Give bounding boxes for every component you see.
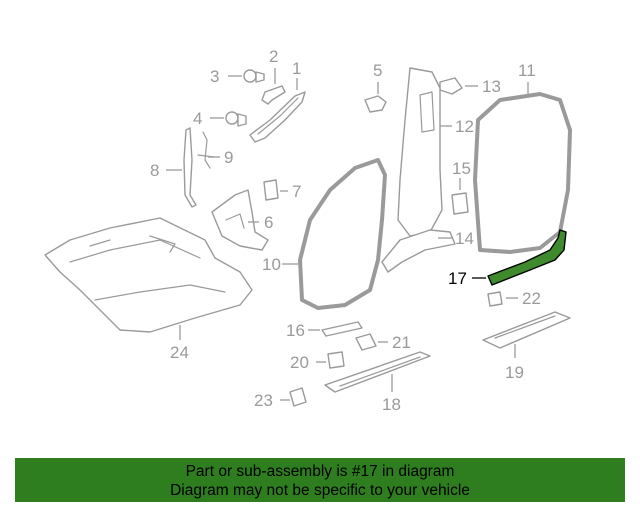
callout-7: 7	[292, 182, 301, 201]
part-10-front-weatherstrip[interactable]	[298, 158, 387, 310]
part-13-clip[interactable]	[439, 77, 463, 95]
callout-4: 4	[193, 109, 202, 128]
banner-line-2: Diagram may not be specific to your vehi…	[170, 482, 470, 499]
part-5-bracket[interactable]	[364, 95, 387, 113]
callout-24: 24	[170, 343, 189, 362]
part-23-clip[interactable]	[289, 387, 307, 407]
part-24-floor-carpet[interactable]	[44, 217, 253, 333]
callout-12: 12	[455, 117, 474, 136]
callout-3: 3	[210, 67, 219, 86]
callout-15: 15	[452, 159, 471, 178]
part-9-retainer[interactable]	[197, 131, 215, 169]
callout-11: 11	[518, 61, 536, 80]
part-20-clip[interactable]	[327, 351, 345, 369]
info-banner: Part or sub-assembly is #17 in diagram D…	[15, 458, 625, 502]
callout-9: 9	[224, 148, 233, 167]
callout-22: 22	[522, 289, 541, 308]
callout-labels: 1 2 3 4 5 6 7 8 9 10 11 12 13 14 15 16 1…	[150, 47, 541, 414]
part-15-clip[interactable]	[451, 192, 469, 215]
callout-16: 16	[286, 321, 305, 340]
part-18-front-scuff-plate[interactable]	[324, 351, 431, 393]
part-12-b-pillar-trim[interactable]	[397, 67, 443, 237]
part-4-clip[interactable]	[225, 111, 247, 127]
callout-8: 8	[150, 161, 159, 180]
callout-21: 21	[392, 333, 411, 352]
callout-10: 10	[262, 255, 281, 274]
callout-6: 6	[264, 213, 273, 232]
banner-line-1: Part or sub-assembly is #17 in diagram	[185, 463, 455, 480]
leader-lines	[166, 68, 529, 401]
part-19-rear-scuff-plate[interactable]	[482, 311, 571, 349]
callout-17: 17	[448, 269, 467, 288]
part-3-clip[interactable]	[243, 69, 265, 83]
callout-19: 19	[505, 363, 524, 382]
callout-1: 1	[292, 59, 301, 78]
callout-23: 23	[254, 391, 273, 410]
part-6-kick-panel[interactable]	[211, 189, 269, 251]
part-21-clip[interactable]	[355, 333, 377, 351]
part-8-garnish[interactable]	[183, 127, 197, 208]
part-22-clip[interactable]	[487, 291, 503, 307]
callout-18: 18	[382, 395, 401, 414]
part-16-plate[interactable]	[321, 321, 363, 337]
part-7-clip[interactable]	[263, 179, 279, 201]
part-14-scuff-trim[interactable]	[381, 229, 456, 273]
callout-14: 14	[455, 229, 474, 248]
part-17-scuff-plate[interactable]	[487, 229, 567, 286]
part-2-bracket[interactable]	[261, 85, 286, 105]
callout-20: 20	[290, 353, 309, 372]
part-11-rear-weatherstrip[interactable]	[473, 92, 572, 254]
callout-2: 2	[269, 47, 278, 66]
callout-5: 5	[373, 61, 382, 80]
part-1-pillar-garnish[interactable]	[249, 91, 306, 143]
callout-13: 13	[482, 77, 501, 96]
